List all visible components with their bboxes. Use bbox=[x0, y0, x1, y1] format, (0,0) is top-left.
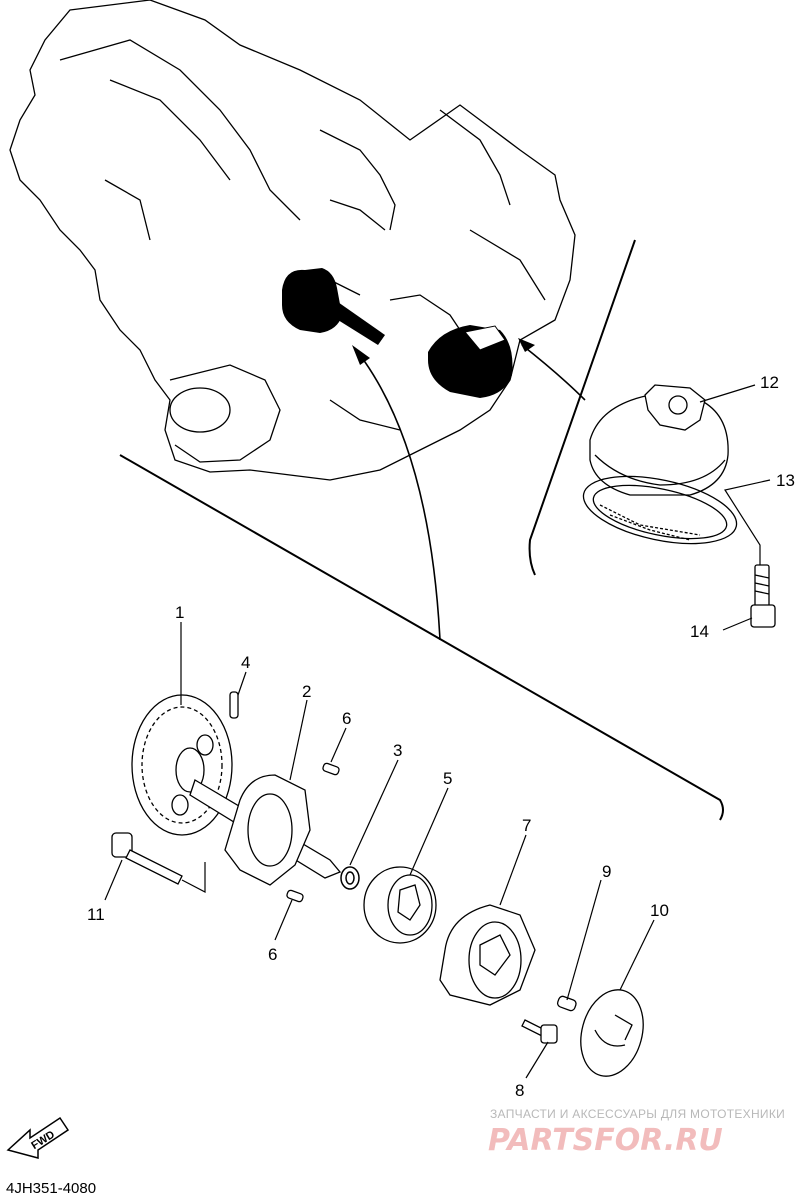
pin-9 bbox=[556, 995, 577, 1012]
callout-10: 10 bbox=[650, 901, 669, 920]
callout-2: 2 bbox=[302, 682, 311, 701]
callout-1: 1 bbox=[175, 603, 184, 622]
callout-6a: 6 bbox=[342, 709, 351, 728]
callout-6b: 6 bbox=[268, 945, 277, 964]
callout-labels: 1 4 2 6 3 5 7 9 10 11 6 8 12 13 14 bbox=[87, 373, 795, 1100]
inset-border-line bbox=[528, 239, 636, 576]
watermark: ЗАПЧАСТИ И АКСЕССУАРЫ ДЛЯ МОТОТЕХНИКИ PA… bbox=[488, 1107, 785, 1158]
watermark-brand: PARTSFOR.RU bbox=[488, 1123, 723, 1158]
figure-code: 4JH351-4080 bbox=[6, 1180, 97, 1197]
callout-5: 5 bbox=[443, 769, 452, 788]
bracket-line-11 bbox=[181, 862, 206, 893]
engine-crankcase-drawing bbox=[9, 0, 576, 481]
callout-14: 14 bbox=[690, 622, 709, 641]
callout-3: 3 bbox=[393, 741, 402, 760]
bolt-11 bbox=[111, 832, 183, 885]
outer-rotor-5 bbox=[363, 866, 437, 944]
pump-cover-7 bbox=[439, 904, 536, 1006]
bolt-14 bbox=[750, 564, 776, 628]
forward-arrow: FWD bbox=[6, 1116, 70, 1159]
plate-10 bbox=[580, 989, 644, 1077]
oil-strainer-housing-12 bbox=[589, 384, 729, 496]
callout-4: 4 bbox=[241, 653, 250, 672]
callout-13: 13 bbox=[776, 471, 795, 490]
pump-housing-2 bbox=[224, 774, 311, 886]
watermark-subtitle: ЗАПЧАСТИ И АКСЕССУАРЫ ДЛЯ МОТОТЕХНИКИ bbox=[490, 1107, 785, 1121]
drive-gear-1 bbox=[131, 694, 233, 836]
arrow-head-1 bbox=[352, 345, 370, 365]
pump-mount-cavities bbox=[282, 268, 513, 398]
callout-7: 7 bbox=[522, 816, 531, 835]
callout-leaders bbox=[104, 384, 771, 1079]
pin-4 bbox=[229, 691, 239, 719]
callout-9: 9 bbox=[602, 862, 611, 881]
callout-8: 8 bbox=[515, 1081, 524, 1100]
screw-8 bbox=[521, 1019, 558, 1044]
dowel-pins-6 bbox=[286, 762, 340, 903]
section-divider-line bbox=[119, 454, 724, 821]
oil-strainer-screen-13 bbox=[582, 475, 738, 545]
callout-11: 11 bbox=[87, 905, 105, 924]
arrow-head-2 bbox=[518, 338, 535, 352]
callout-12: 12 bbox=[760, 373, 779, 392]
oil-seal-3 bbox=[340, 866, 360, 890]
